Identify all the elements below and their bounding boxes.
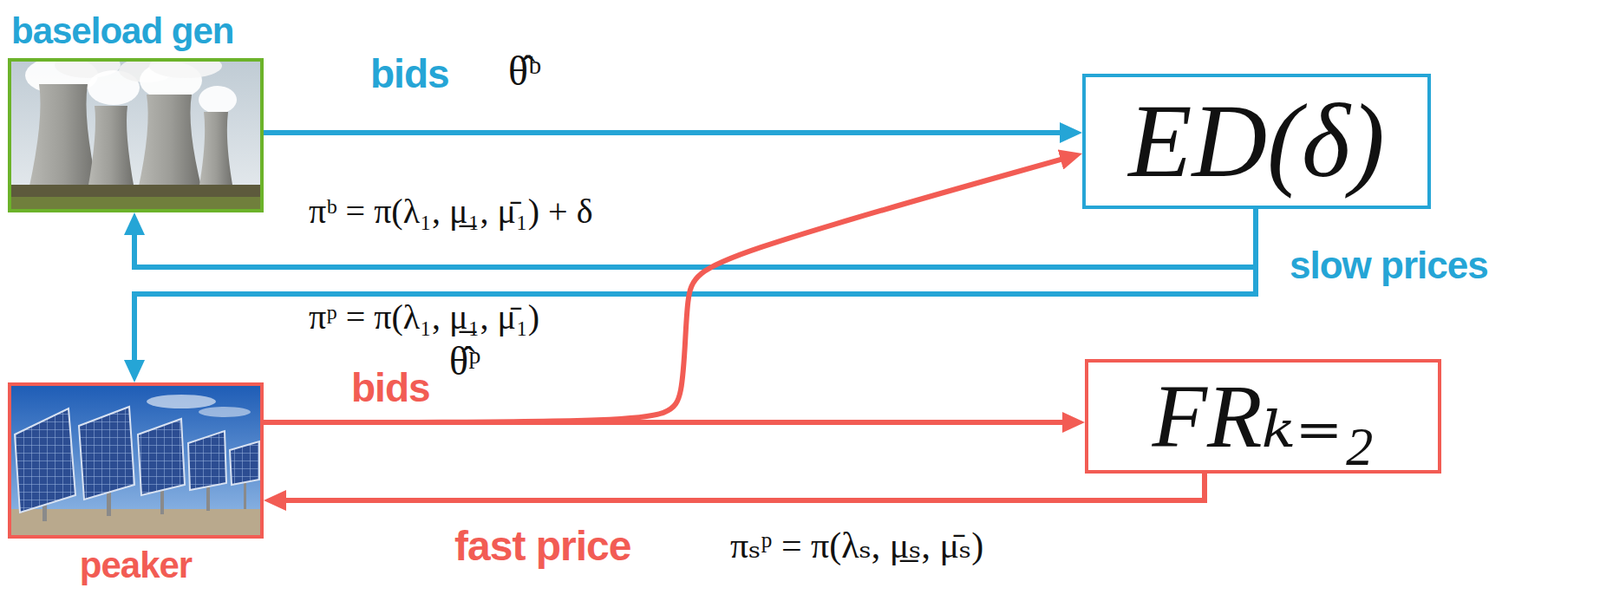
solar-panel — [229, 441, 260, 485]
flow-arrow — [272, 473, 1205, 501]
sky — [7, 382, 264, 539]
panel-post — [206, 484, 210, 511]
generator-photo-frame: peaker — [7, 382, 264, 539]
solar-panel — [14, 406, 260, 513]
connector-label: bids — [351, 365, 431, 411]
flow-arrow — [134, 208, 1256, 374]
cloud — [146, 394, 216, 409]
cooling-tower — [87, 105, 135, 190]
cooling-tower — [28, 84, 234, 190]
cooling-tower — [28, 84, 98, 190]
node-title: FRₖ₌₂ — [1151, 371, 1374, 462]
cooling-towers-photo — [7, 58, 264, 213]
cloud — [146, 394, 251, 418]
flow-arrow — [263, 156, 1074, 423]
market-box: ED(δ) — [1082, 73, 1431, 209]
node-title: ED(δ) — [1128, 89, 1385, 194]
solar-panel — [188, 431, 227, 490]
price-formula: πₛᵖ = π(λₛ, μ̲ₛ, μ̄ₛ) — [730, 525, 984, 566]
panel-post — [243, 481, 247, 510]
connector-label: fast price — [454, 523, 631, 570]
generator-photo-frame: baseload gen — [7, 58, 264, 213]
market-box: FRₖ₌₂ — [1084, 359, 1442, 474]
formula-symbol: θ̂ᵇ — [508, 48, 542, 95]
steam-cloud — [198, 85, 237, 114]
cooling-tower — [198, 111, 234, 190]
formula-symbol: θ̂ᵖ — [449, 339, 481, 385]
price-formula: πᵖ = π(λ₁, μ̲₁, μ̄₁) — [306, 298, 543, 337]
ground — [7, 184, 264, 213]
solar-panel — [137, 418, 185, 496]
flow-arrow — [134, 208, 1256, 268]
connector-label: bids — [370, 52, 450, 97]
node-heading: peaker — [11, 543, 261, 588]
solar-panels-photo — [7, 382, 264, 539]
cloud — [198, 406, 251, 418]
panel-post — [160, 488, 164, 515]
solar-panel — [14, 408, 76, 513]
flow-arrow — [263, 130, 1074, 136]
node-heading: baseload gen — [11, 9, 261, 53]
panel-post — [106, 489, 112, 516]
solar-panel — [78, 406, 135, 500]
ground — [7, 184, 264, 213]
cooling-tower — [137, 94, 203, 190]
stream-label: slow prices — [1289, 244, 1489, 287]
price-formula: πᵇ = π(λ₁, μ̲₁, μ̄₁) + δ — [306, 192, 596, 231]
